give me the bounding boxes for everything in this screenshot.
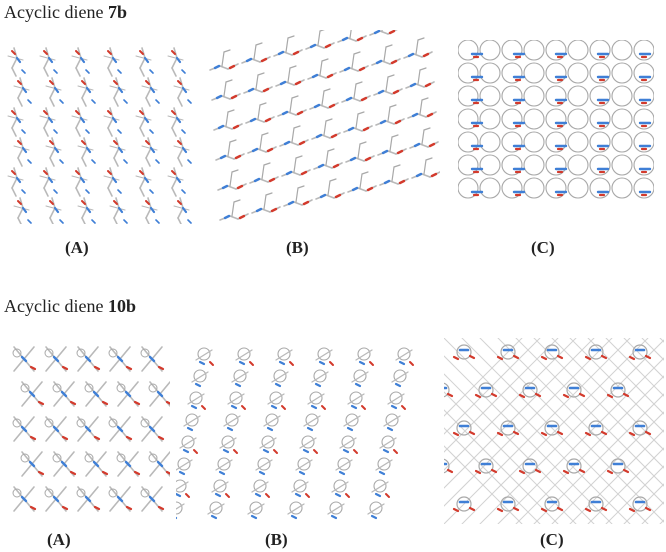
crystal-packing-image: [12, 346, 170, 512]
panel-7b-a: [2, 38, 198, 224]
panel-label: (B): [286, 238, 309, 257]
crystal-packing-image: [444, 338, 664, 524]
panel-label: (C): [540, 530, 564, 549]
compound-number: 10b: [107, 296, 136, 316]
crystal-packing-image: [176, 347, 414, 520]
panel-label: (C): [531, 238, 555, 257]
panel-label: (B): [265, 530, 288, 549]
crystal-packing-image: [7, 47, 192, 224]
crystal-packing-image: [458, 40, 654, 199]
panel-10b-a: [0, 335, 170, 513]
section-title-prefix: Acyclic diene: [4, 296, 108, 316]
crystal-packing-image: [209, 30, 440, 221]
panel-label: (A): [65, 238, 89, 257]
section-title-prefix: Acyclic diene: [4, 2, 108, 22]
panel-label: (A): [47, 530, 71, 549]
compound-number: 7b: [107, 2, 127, 22]
panel-7b-c: [458, 40, 654, 208]
panel-7b-b: [200, 30, 440, 226]
panel-10b-b: [176, 340, 442, 524]
section-title-10b: Acyclic diene 10b: [4, 296, 136, 316]
section-title-7b: Acyclic diene 7b: [4, 2, 127, 22]
panel-10b-c: [444, 338, 664, 524]
